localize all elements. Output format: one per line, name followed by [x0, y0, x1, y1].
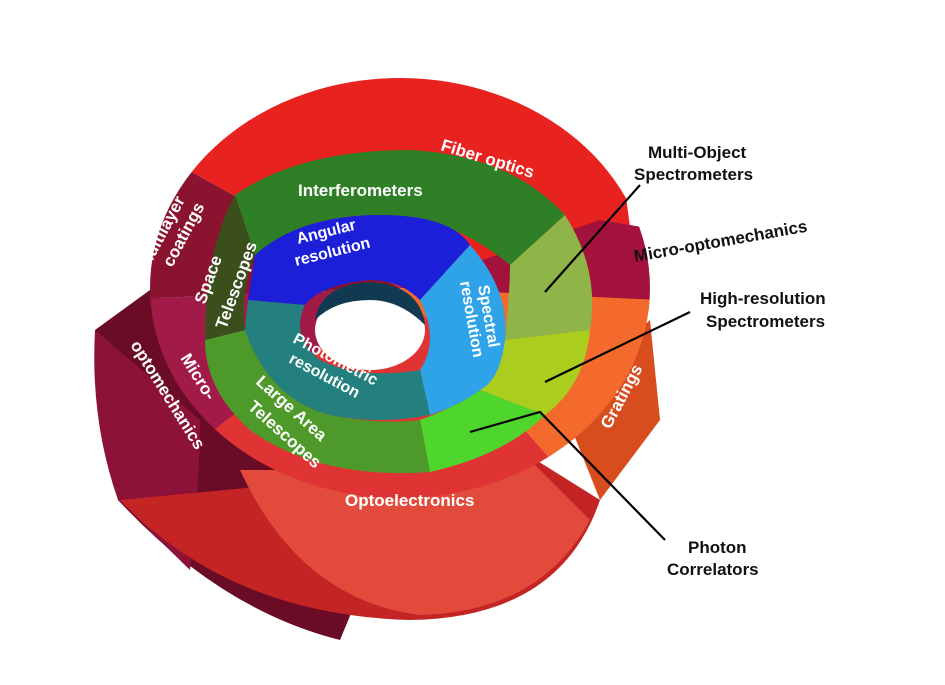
seg-spectral-resolution	[420, 245, 506, 415]
leader-photon-correlators	[469, 410, 666, 541]
seg-high-resolution-spectrometers	[480, 330, 590, 415]
cylinder-wall-front-bright	[240, 450, 590, 615]
cylinder-wall-right	[560, 320, 660, 500]
callout-high-resolution-spectrometers-2: Spectrometers	[706, 312, 825, 331]
callout-photon-correlators-2: Correlators	[667, 560, 759, 579]
ring-hole-shadow	[315, 282, 425, 325]
callout-multi-object-spectrometers-2: Spectrometers	[634, 165, 753, 184]
callout-multi-object-spectrometers-1: Multi-Object	[648, 143, 747, 162]
leader-high-resolution-spectrometers	[544, 311, 691, 383]
callout-high-resolution-spectrometers-1: High-resolution	[700, 289, 826, 308]
callout-photon-correlators-1: Photon	[688, 538, 747, 557]
seg-interferometers	[235, 150, 565, 265]
ring-hole	[315, 290, 425, 370]
seg-large-area-telescopes	[205, 330, 430, 474]
seg-multi-object-spectrometers	[505, 215, 593, 340]
seg-space-telescopes	[205, 195, 255, 340]
label-interferometers: Interferometers	[298, 181, 423, 200]
label-optoelectronics: Optoelectronics	[345, 491, 474, 510]
label-micro-optomechanics-right: Micro-optomechanics	[632, 217, 808, 266]
leader-multi-object-spectrometers	[544, 184, 641, 293]
seg-photon-correlators	[420, 390, 545, 472]
seg-angular-resolution	[248, 215, 470, 305]
seg-photometric-resolution	[245, 300, 430, 420]
